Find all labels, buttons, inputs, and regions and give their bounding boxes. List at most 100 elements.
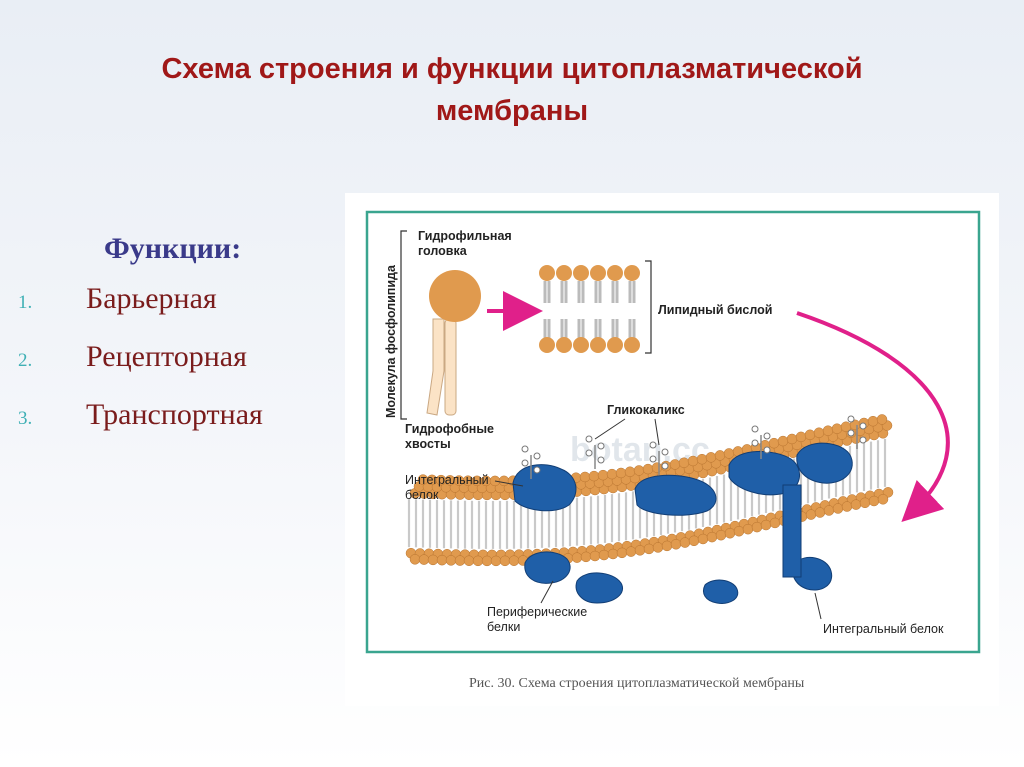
lipid-head — [823, 505, 835, 516]
protein — [634, 474, 717, 516]
protein — [524, 551, 571, 584]
integral-protein-right-label: Интегральный белок — [823, 622, 944, 636]
lipid-head — [769, 517, 781, 529]
glyco-bead — [763, 432, 771, 440]
lipid-head — [867, 415, 879, 427]
glyco-bead — [521, 459, 529, 467]
list-item: 1. Барьерная — [18, 282, 263, 340]
glyco-bead — [763, 446, 771, 454]
lipid-head — [652, 542, 664, 553]
lipid-head — [615, 467, 627, 479]
lipid-head — [697, 533, 709, 545]
lipid-head — [786, 433, 798, 445]
list-item: 2. Рецепторная — [18, 340, 263, 398]
slide-title: Схема строения и функции цитоплазматичес… — [40, 48, 984, 132]
lipid-head — [598, 549, 610, 561]
integral-protein-label-1: Интегральный — [405, 473, 489, 487]
lipid-head — [590, 337, 606, 353]
lipid-head — [607, 265, 623, 281]
glycocalyx-label: Гликокаликс — [607, 403, 685, 417]
lipid-head — [850, 499, 862, 510]
protein — [728, 450, 800, 496]
lipid-head — [705, 452, 717, 463]
vertical-label: Молекула фосфолипида — [384, 264, 398, 418]
lipid-head — [589, 550, 601, 562]
lipid-head — [556, 337, 572, 353]
lipid-head — [877, 494, 889, 505]
lipid-head — [573, 337, 589, 353]
lipid-head — [607, 548, 619, 560]
hydrophilic-head — [429, 270, 481, 322]
lipid-head — [642, 463, 654, 475]
lipid-head — [489, 475, 501, 487]
lipid-head — [804, 429, 816, 441]
small-bilayer — [539, 265, 640, 353]
list-item-label: Транспортная — [86, 398, 263, 431]
glyco-bead — [847, 429, 855, 437]
peripheral-proteins-label-1: Периферические — [487, 605, 587, 619]
lipid-head — [679, 537, 691, 548]
lipid-head — [795, 431, 807, 443]
glyco-bead — [751, 425, 759, 433]
peripheral-pointer — [540, 580, 554, 604]
protein — [575, 572, 623, 604]
glyco-bead — [859, 422, 867, 430]
lipid-head — [831, 423, 843, 434]
functions-heading: Функции: — [104, 232, 242, 265]
lipid-head — [814, 507, 826, 518]
lipid-head — [634, 545, 646, 556]
lipid-head — [606, 468, 618, 480]
lipid-head — [688, 535, 700, 547]
integral-protein — [782, 484, 802, 578]
glyco-bead — [661, 462, 669, 470]
peripheral-proteins-label-2: белки — [487, 620, 520, 634]
glyco-bead — [597, 456, 605, 464]
lipid-head — [669, 459, 681, 470]
lipid-head — [624, 466, 636, 478]
lipid-head — [472, 555, 484, 567]
integral-pointer — [494, 480, 524, 487]
lipid-head — [556, 265, 572, 281]
lipid-head — [715, 529, 727, 541]
glyco-bead — [585, 435, 593, 443]
lipid-head — [498, 475, 510, 487]
protein — [512, 464, 577, 512]
list-item-number: 1. — [18, 292, 33, 313]
glyco-bead — [533, 452, 541, 460]
phospholipid-molecule — [426, 270, 481, 416]
glyco-bead — [751, 439, 759, 447]
lipid-head — [418, 554, 430, 565]
lipid-head — [539, 337, 555, 353]
lipid-head — [805, 509, 817, 520]
lipid-head — [571, 552, 583, 563]
integral-right-pointer — [814, 592, 822, 620]
lipid-head — [607, 337, 623, 353]
lipid-head — [499, 555, 511, 567]
glyco-bead — [859, 436, 867, 444]
lipid-head — [661, 540, 673, 552]
lipid-head — [822, 425, 834, 436]
lipid-head — [436, 554, 448, 566]
list-item-label: Барьерная — [86, 282, 217, 315]
glyco-bead — [649, 441, 657, 449]
glyco-bead — [649, 455, 657, 463]
lipid-head — [678, 457, 690, 469]
lipid-bilayer-label: Липидный бислой — [658, 303, 772, 317]
lipid-head — [588, 470, 600, 482]
lipid-head — [624, 337, 640, 353]
hydrophilic-head-label-1: Гидрофильная — [418, 229, 512, 243]
hydrophobic-tails-label-1: Гидрофобные — [405, 422, 494, 436]
lipid-head — [813, 427, 825, 438]
lipid-head — [832, 503, 844, 514]
membrane-diagram: botan.cc Молекула фосфолипида Гидрофильн… — [365, 210, 981, 691]
slide-title-line1: Схема строения и функции цитоплазматичес… — [161, 53, 863, 85]
lipid-head — [751, 521, 763, 533]
lipid-head — [579, 471, 591, 483]
lipid-head — [760, 519, 772, 531]
lipid-head — [868, 495, 880, 507]
lipid-head — [427, 554, 439, 566]
glyco-bead — [847, 415, 855, 423]
lipid-head — [733, 525, 745, 537]
proteins — [512, 442, 853, 604]
hydrophilic-head-label-2: головка — [418, 244, 468, 258]
